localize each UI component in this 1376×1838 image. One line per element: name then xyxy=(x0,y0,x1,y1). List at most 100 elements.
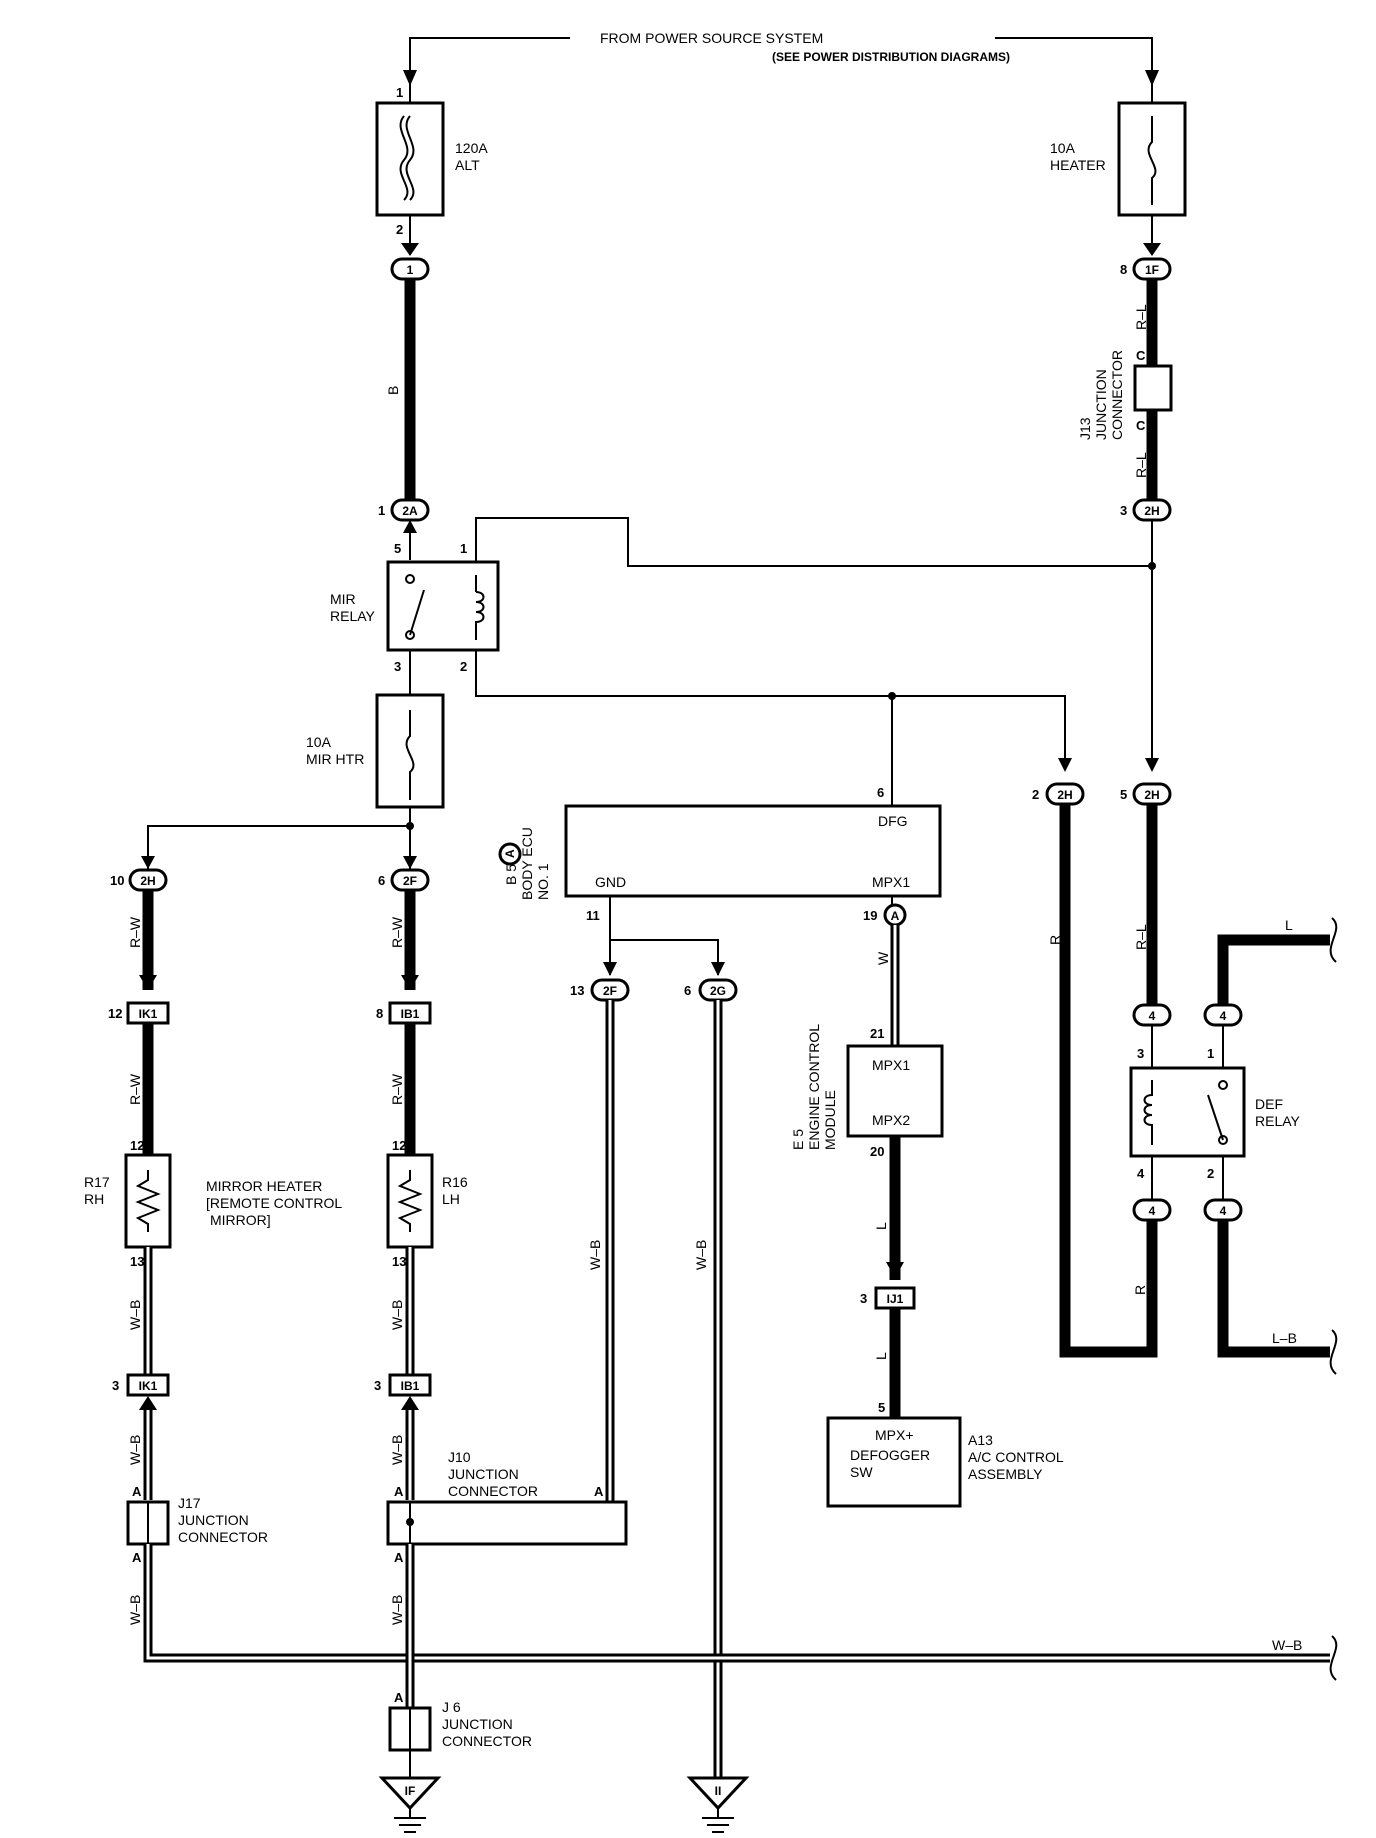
connector-1: 1 xyxy=(390,257,430,281)
ac-name2: ASSEMBLY xyxy=(968,1466,1043,1482)
svg-text:JUNCTION: JUNCTION xyxy=(178,1512,249,1528)
alt-fuse-name: ALT xyxy=(455,157,480,173)
connector-4-d: 4 xyxy=(1203,1198,1243,1222)
svg-text:10: 10 xyxy=(110,873,124,888)
svg-text:5: 5 xyxy=(1120,787,1127,802)
svg-text:JUNCTION: JUNCTION xyxy=(448,1466,519,1482)
ecu-gnd-label: GND xyxy=(595,874,626,890)
svg-text:R16: R16 xyxy=(442,1174,468,1190)
def-relay: 3 1 4 2 DEF RELAY xyxy=(1129,1046,1301,1181)
wire-lb: L–B xyxy=(1272,1330,1297,1346)
svg-text:2H: 2H xyxy=(140,874,155,888)
wire-wb-rh-3 xyxy=(143,1544,1330,1663)
svg-text:LH: LH xyxy=(442,1191,460,1207)
mir-relay-label1: MIR xyxy=(330,591,356,607)
svg-text:W–B: W–B xyxy=(127,1300,143,1330)
ac-line2: SW xyxy=(850,1464,873,1480)
heater-fuse-name: HEATER xyxy=(1050,157,1106,173)
junction-j6: A J 6 JUNCTION CONNECTOR xyxy=(388,1690,532,1752)
wire-b: B xyxy=(385,386,401,395)
mir-htr-name: MIR HTR xyxy=(306,751,364,767)
svg-text:W: W xyxy=(875,951,891,965)
svg-text:W–B: W–B xyxy=(389,1435,405,1465)
svg-text:11: 11 xyxy=(586,908,600,923)
power-source-feed: FROM POWER SOURCE SYSTEM (SEE POWER DIST… xyxy=(403,30,1159,110)
svg-text:JUNCTION: JUNCTION xyxy=(442,1716,513,1732)
svg-text:20: 20 xyxy=(870,1144,884,1159)
svg-text:2H: 2H xyxy=(1144,788,1159,802)
svg-text:2H: 2H xyxy=(1144,504,1159,518)
svg-text:A: A xyxy=(394,1550,404,1565)
svg-text:IB1: IB1 xyxy=(401,1379,420,1393)
svg-text:MIRROR]: MIRROR] xyxy=(210,1212,271,1228)
svg-text:J13: J13 xyxy=(1077,417,1093,440)
junction-j17: A A J17 JUNCTION CONNECTOR xyxy=(126,1484,268,1565)
svg-text:4: 4 xyxy=(1149,1009,1156,1023)
wire-rl-3: R–L xyxy=(1133,924,1149,950)
svg-text:W–B: W–B xyxy=(127,1435,143,1465)
wire-wb-ecu xyxy=(412,1000,615,1527)
connector-ik1-top: IK1 12 xyxy=(108,1001,170,1025)
svg-text:A: A xyxy=(394,1690,404,1705)
svg-text:13: 13 xyxy=(130,1254,144,1269)
connector-2h-left: 2H 2 xyxy=(1032,782,1085,806)
ecm-name1: ENGINE CONTROL xyxy=(806,1024,822,1150)
svg-text:C: C xyxy=(1136,418,1146,433)
svg-text:CONNECTOR: CONNECTOR xyxy=(448,1483,538,1499)
svg-text:12: 12 xyxy=(108,1006,122,1021)
svg-text:12: 12 xyxy=(130,1138,144,1153)
svg-text:19: 19 xyxy=(863,908,877,923)
svg-text:4: 4 xyxy=(1220,1204,1227,1218)
connector-ik1-bottom: IK1 3 xyxy=(112,1373,170,1397)
svg-text:2F: 2F xyxy=(603,984,617,998)
def-relay-label1: DEF xyxy=(1255,1096,1283,1112)
svg-text:4: 4 xyxy=(1137,1166,1145,1181)
svg-text:2H: 2H xyxy=(1057,788,1072,802)
connector-1f: 1F 8 xyxy=(1120,257,1172,281)
connector-2h-mir: 2H 10 xyxy=(110,868,168,892)
ecu-dfg-label: DFG xyxy=(878,813,908,829)
wire-wb-bus: W–B xyxy=(1272,1637,1302,1653)
mir-htr-amp: 10A xyxy=(306,734,332,750)
svg-text:1: 1 xyxy=(407,263,414,277)
svg-text:13: 13 xyxy=(570,983,584,998)
svg-text:W–B: W–B xyxy=(389,1300,405,1330)
svg-text:JUNCTION: JUNCTION xyxy=(1093,369,1109,440)
svg-text:CONNECTOR: CONNECTOR xyxy=(178,1529,268,1545)
ac-name1: A/C CONTROL xyxy=(968,1449,1064,1465)
svg-text:J17: J17 xyxy=(178,1495,201,1511)
svg-text:IF: IF xyxy=(405,1784,416,1798)
connector-4-b: 4 xyxy=(1203,1003,1243,1027)
heater-r16-lh: 12 13 R16 LH xyxy=(386,1138,468,1269)
svg-text:IK1: IK1 xyxy=(139,1379,158,1393)
svg-text:3: 3 xyxy=(112,1378,119,1393)
ecm-name2: MODULE xyxy=(822,1090,838,1150)
svg-text:6: 6 xyxy=(877,785,884,800)
svg-text:2: 2 xyxy=(1207,1166,1214,1181)
svg-text:2F: 2F xyxy=(403,874,417,888)
engine-control-module: 21 MPX1 MPX2 20 E 5 ENGINE CONTROL MODUL… xyxy=(790,1024,944,1159)
svg-text:IJ1: IJ1 xyxy=(887,1292,904,1306)
svg-text:R–W: R–W xyxy=(127,916,143,948)
svg-text:4: 4 xyxy=(1149,1204,1156,1218)
svg-text:W–B: W–B xyxy=(693,1240,709,1270)
body-ecu: 6 DFG GND MPX1 B 5 A BODY ECU NO. 1 xyxy=(498,785,942,900)
mir-relay-label2: RELAY xyxy=(330,608,376,624)
svg-text:6: 6 xyxy=(684,983,691,998)
svg-text:W–B: W–B xyxy=(389,1595,405,1625)
svg-text:CONNECTOR: CONNECTOR xyxy=(442,1733,532,1749)
svg-text:2: 2 xyxy=(460,659,467,674)
svg-text:A: A xyxy=(594,1484,604,1499)
wire-l-1: L xyxy=(1285,917,1293,933)
connector-ib1-top: IB1 8 xyxy=(376,1001,432,1025)
connector-ij1: IJ1 3 xyxy=(860,1286,916,1310)
connector-2g: 2G 6 xyxy=(684,978,738,1002)
mirror-heater-title: MIRROR HEATER [REMOTE CONTROL MIRROR] xyxy=(206,1178,342,1228)
svg-text:A: A xyxy=(132,1484,142,1499)
wire-l-2: L xyxy=(873,1222,889,1230)
svg-text:5: 5 xyxy=(878,1400,885,1415)
connector-4-c: 4 xyxy=(1132,1198,1172,1222)
heater-fuse: 10A HEATER xyxy=(1050,101,1187,217)
def-relay-label2: RELAY xyxy=(1255,1113,1301,1129)
wire-rl-2: R–L xyxy=(1133,452,1149,478)
